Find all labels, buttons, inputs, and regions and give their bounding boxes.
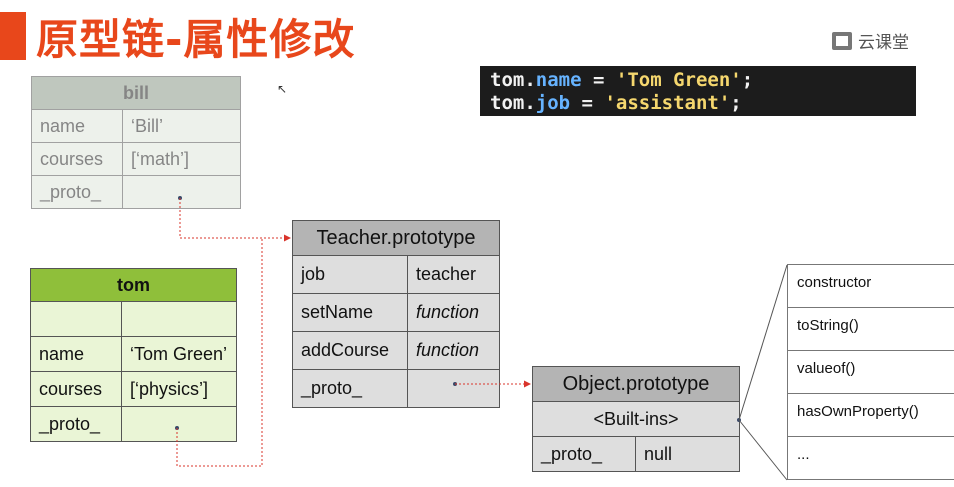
object-prototype-builtins: <Built-ins> bbox=[532, 401, 740, 437]
list-item: valueof() bbox=[788, 351, 954, 394]
code-line-2: tom.job = 'assistant'; bbox=[490, 92, 742, 114]
builtins-list: constructor toString() valueof() hasOwnP… bbox=[787, 264, 954, 480]
teacher-key: _proto_ bbox=[292, 369, 408, 408]
teacher-key: setName bbox=[292, 293, 408, 332]
table-row: _proto_ bbox=[31, 175, 241, 209]
table-row bbox=[30, 301, 237, 337]
table-row: _proto_ bbox=[292, 369, 500, 408]
teacher-value: teacher bbox=[407, 255, 500, 294]
tom-key: name bbox=[30, 336, 122, 372]
slide-title: 原型链-属性修改 bbox=[36, 15, 356, 64]
tom-value: ‘Tom Green’ bbox=[121, 336, 237, 372]
logo: 云课堂 bbox=[832, 28, 909, 53]
table-row: <Built-ins> bbox=[532, 401, 740, 437]
list-item: toString() bbox=[788, 308, 954, 351]
teacher-key: job bbox=[292, 255, 408, 294]
cloud-classroom-icon bbox=[832, 31, 852, 50]
tom-value bbox=[121, 406, 237, 442]
list-item: constructor bbox=[788, 265, 954, 308]
builtins-fan-top bbox=[738, 264, 788, 421]
object-prototype-proto-key: _proto_ bbox=[532, 436, 636, 472]
tom-value bbox=[121, 301, 237, 337]
logo-text: 云课堂 bbox=[858, 33, 909, 53]
teacher-value: function bbox=[407, 331, 500, 370]
bill-value bbox=[122, 175, 241, 209]
object-prototype-proto-value: null bbox=[635, 436, 740, 472]
teacher-value: function bbox=[407, 293, 500, 332]
table-row: courses[‘math’] bbox=[31, 142, 241, 176]
tom-key: _proto_ bbox=[30, 406, 122, 442]
tom-proto-link bbox=[176, 238, 263, 467]
bill-key: courses bbox=[31, 142, 123, 176]
table-row: _proto_ bbox=[30, 406, 237, 442]
mouse-cursor-icon: ↖ bbox=[277, 82, 288, 96]
tom-title: tom bbox=[30, 268, 237, 302]
table-row: name‘Tom Green’ bbox=[30, 336, 237, 372]
table-row: _proto_null bbox=[532, 436, 740, 472]
teacher-key: addCourse bbox=[292, 331, 408, 370]
object-prototype-table: Object.prototype <Built-ins> _proto_null bbox=[532, 366, 740, 472]
code-snippet: tom.name = 'Tom Green'; tom.job = 'assis… bbox=[480, 66, 916, 116]
bill-key: _proto_ bbox=[31, 175, 123, 209]
teacher-value bbox=[407, 369, 500, 408]
code-line-1: tom.name = 'Tom Green'; bbox=[490, 69, 754, 91]
bill-object-table: bill name‘Bill’ courses[‘math’] _proto_ bbox=[31, 76, 241, 209]
tom-object-table: tom name‘Tom Green’ courses[‘physics’] _… bbox=[30, 268, 237, 442]
list-item: ... bbox=[797, 446, 810, 463]
bill-proto-link bbox=[179, 198, 291, 242]
teacher-prototype-title: Teacher.prototype bbox=[292, 220, 500, 256]
builtins-fan-bottom bbox=[738, 419, 788, 481]
tom-key bbox=[30, 301, 122, 337]
title-accent-bar bbox=[0, 12, 26, 60]
list-item: hasOwnProperty() bbox=[788, 394, 954, 437]
object-prototype-title: Object.prototype bbox=[532, 366, 740, 402]
